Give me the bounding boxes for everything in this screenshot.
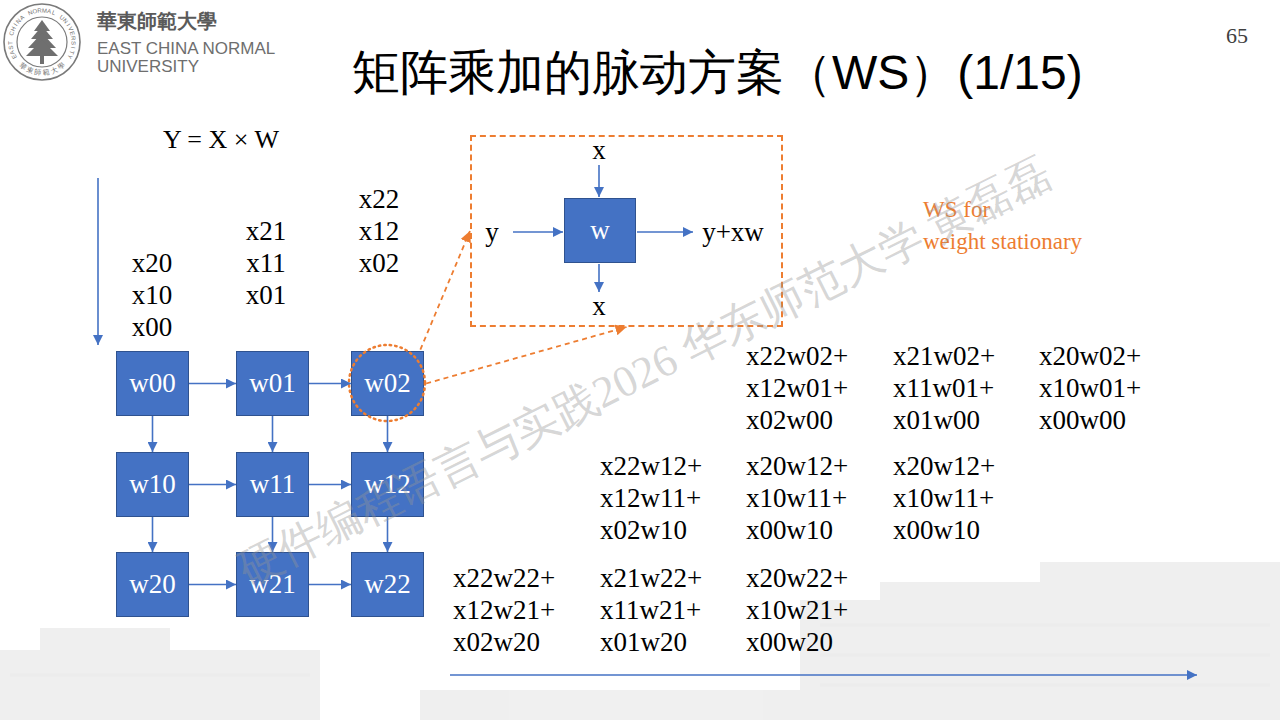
emblem-letter: I [70, 46, 76, 49]
pe-cell: w01 [236, 351, 309, 416]
emblem-letter [8, 37, 14, 39]
partial-sum: x21w22+ x11w21+ x01w20 [600, 562, 740, 658]
pe-cell: w02 [351, 351, 424, 416]
emblem-ring [17, 17, 67, 67]
emblem-tree [28, 33, 56, 48]
building [40, 628, 170, 652]
highlight-circle [349, 345, 425, 421]
partial-sum: x22w02+ x12w01+ x02w00 [746, 340, 886, 436]
node-label: x [592, 137, 606, 164]
pe-cell: w [564, 198, 636, 263]
input-value: x22 [359, 186, 400, 213]
signal-arrow [637, 231, 693, 233]
pe-cell: w11 [236, 452, 309, 517]
signal-arrow [598, 264, 600, 292]
emblem-letter: A [47, 8, 52, 15]
equation: Y = X × W [163, 127, 279, 153]
slide-title: 矩阵乘加的脉动方案（WS）(1/15) [352, 44, 1083, 102]
emblem-letter: T [7, 41, 13, 45]
page-number: 65 [1226, 25, 1248, 47]
emblem-letter: 範 [42, 69, 50, 77]
emblem-letter: R [70, 36, 76, 41]
building-photo [0, 562, 1280, 720]
window-row [820, 654, 1270, 657]
logo-text: EAST CHINA NORMAL [97, 40, 275, 57]
node-label: y+xw [702, 219, 764, 246]
emblem-letter: S [70, 41, 76, 45]
logo-text: UNIVERSITY [97, 58, 199, 75]
window-row [820, 624, 1270, 627]
node-label: y [485, 219, 499, 246]
zoom-arrow [420, 231, 470, 350]
node-label: w01 [249, 369, 296, 399]
emblem-letter: O [32, 8, 38, 15]
dataflow-arrow [152, 517, 154, 552]
pe-cell: w10 [116, 452, 189, 517]
node-label: w [590, 216, 610, 246]
window-row [820, 684, 1270, 687]
input-value: x01 [246, 282, 287, 309]
emblem-letter: 東 [25, 66, 34, 75]
signal-arrow [598, 165, 600, 197]
building [0, 650, 320, 720]
partial-sum: x22w12+ x12w11+ x02w10 [600, 450, 740, 546]
input-value: x11 [246, 250, 286, 277]
node-label: w00 [129, 369, 176, 399]
node-label: x [592, 293, 606, 320]
input-value: x20 [132, 250, 173, 277]
input-value: x02 [359, 250, 400, 277]
emblem-ring [4, 4, 80, 80]
emblem-tree [31, 26, 53, 39]
node-label: w20 [129, 570, 176, 600]
time-arrow [450, 674, 1197, 676]
emblem-letter: E [69, 31, 76, 36]
partial-sum: x22w22+ x12w21+ x02w20 [453, 562, 593, 658]
emblem-letter: L [51, 9, 56, 16]
node-label: w02 [364, 369, 411, 399]
dataflow-arrow [309, 484, 351, 486]
partial-sum: x20w12+ x10w11+ x00w10 [893, 450, 1033, 546]
partial-sum: x20w22+ x10w21+ x00w20 [746, 562, 886, 658]
pe-cell: w22 [351, 552, 424, 617]
dataflow-arrow [387, 416, 389, 452]
emblem-letter: 師 [34, 69, 42, 77]
university-emblem [4, 4, 80, 80]
emblem-tree [34, 20, 50, 31]
input-value: x10 [132, 282, 173, 309]
input-value: x21 [246, 218, 287, 245]
window-row [10, 674, 310, 677]
building [420, 690, 810, 720]
partial-sum: x21w02+ x11w01+ x01w00 [893, 340, 1033, 436]
input-value: x12 [359, 218, 400, 245]
callout-box: x y y+xw x w [470, 135, 783, 327]
input-value: x00 [132, 314, 173, 341]
dataflow-arrow [152, 416, 154, 452]
pe-cell: w20 [116, 552, 189, 617]
dataflow-arrow [189, 383, 236, 385]
building [1040, 562, 1280, 602]
partial-sum: x20w12+ x10w11+ x00w10 [746, 450, 886, 546]
emblem-tree [26, 40, 58, 56]
emblem-letter: M [42, 7, 47, 13]
node-label: w22 [364, 570, 411, 600]
dataflow-arrow [309, 584, 351, 586]
dataflow-arrow [309, 383, 351, 385]
building [800, 600, 1280, 720]
signal-arrow [513, 231, 563, 233]
dataflow-arrow [189, 484, 236, 486]
node-label: w10 [129, 470, 176, 500]
dataflow-arrow [272, 416, 274, 452]
time-arrow [97, 178, 99, 345]
node-label: w11 [250, 470, 296, 500]
emblem-trunk [40, 56, 44, 64]
partial-sum: x20w02+ x10w01+ x00w00 [1039, 340, 1179, 436]
logo-text: 華東師範大學 [97, 9, 217, 33]
emblem-letter: R [37, 7, 42, 13]
pe-cell: w00 [116, 351, 189, 416]
building [880, 582, 1040, 602]
dataflow-arrow [189, 584, 236, 586]
